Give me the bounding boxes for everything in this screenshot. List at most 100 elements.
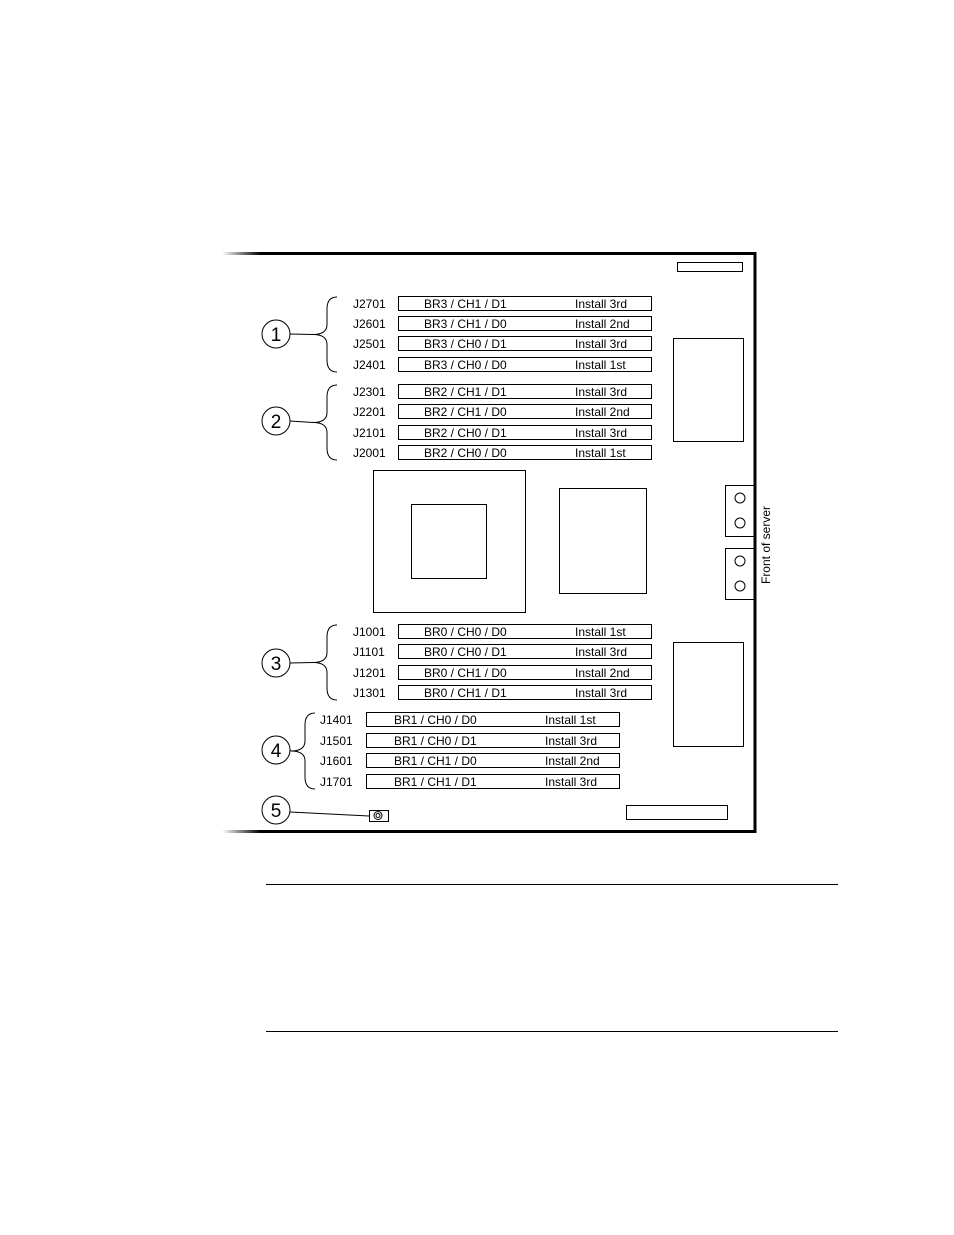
board-components [369,262,756,822]
callout-leader [289,662,314,664]
connector-label: J1301 [353,686,386,700]
dimm-slot-outline [366,774,620,789]
battery-holder [369,810,389,822]
right-module-upper [673,338,744,442]
slot-id-label: BR1 / CH1 / D0 [394,754,477,768]
install-order-label: Install 3rd [575,385,627,399]
dimm-slot-J1001: J1001 BR0 / CH0 / D0 Install 1st [353,624,652,639]
install-order-label: Install 1st [575,358,626,372]
callout-leader [289,333,314,335]
install-order-label: Install 3rd [545,734,597,748]
table-top-rule [266,884,838,885]
install-order-label: Install 3rd [575,297,627,311]
dimm-slot-outline [398,316,652,331]
install-order-label: Install 3rd [575,686,627,700]
connector-label: J2101 [353,426,386,440]
install-order-label: Install 2nd [545,754,600,768]
slot-id-label: BR2 / CH1 / D1 [424,385,507,399]
slot-id-label: BR1 / CH0 / D1 [394,734,477,748]
connector-label: J2501 [353,337,386,351]
callout-brace [312,384,338,461]
install-order-label: Install 3rd [575,645,627,659]
connector-label: J2001 [353,446,386,460]
connector-label: J1501 [320,734,353,748]
cpu-socket [373,470,526,613]
right-module-lower [673,642,744,747]
connector-label: J1701 [320,775,353,789]
dimm-slot-J1601: J1601 BR1 / CH1 / D0 Install 2nd [320,753,620,768]
dimm-slot-outline [398,296,652,311]
callout-number: 5 [271,801,282,822]
callout-number: 4 [271,741,282,762]
dimm-slot-J1701: J1701 BR1 / CH1 / D1 Install 3rd [320,774,620,789]
callout-circle [261,406,291,436]
slot-id-label: BR0 / CH0 / D0 [424,625,507,639]
install-order-label: Install 1st [575,446,626,460]
front-port-lower [725,548,756,600]
slot-id-label: BR0 / CH0 / D1 [424,645,507,659]
callout-number: 1 [271,325,282,346]
connector-label: J1001 [353,625,386,639]
dimm-slot-J2601: J2601 BR3 / CH1 / D0 Install 2nd [353,316,652,331]
cpu-die [411,504,487,579]
callout-circle [261,735,291,765]
dimm-slot-outline [398,644,652,659]
bottom-right-connector [626,805,728,820]
slot-id-label: BR3 / CH0 / D1 [424,337,507,351]
chipset [559,488,647,594]
dimm-slot-J2301: J2301 BR2 / CH1 / D1 Install 3rd [353,384,652,399]
slot-id-label: BR1 / CH0 / D0 [394,713,477,727]
front-port-upper-led-1 [734,492,746,504]
dimm-slot-J2501: J2501 BR3 / CH0 / D1 Install 3rd [353,336,652,351]
dimm-slot-outline [398,357,652,372]
install-order-label: Install 2nd [575,405,630,419]
dimm-slot-outline [398,685,652,700]
connector-label: J2601 [353,317,386,331]
dimm-slot-outline [398,445,652,460]
connector-label: J1401 [320,713,353,727]
connector-label: J1201 [353,666,386,680]
front-port-lower-led-2 [734,580,746,592]
dimm-slot-J1501: J1501 BR1 / CH0 / D1 Install 3rd [320,733,620,748]
slot-id-label: BR3 / CH1 / D0 [424,317,507,331]
connector-label: J2401 [353,358,386,372]
dimm-slot-outline [398,665,652,680]
connector-label: J1101 [353,645,385,659]
slot-id-label: BR3 / CH1 / D1 [424,297,507,311]
install-order-label: Install 3rd [545,775,597,789]
slot-id-label: BR2 / CH0 / D1 [424,426,507,440]
callout-group-5: 5 [261,795,370,825]
callout-leader [289,420,314,423]
install-order-label: Install 3rd [575,337,627,351]
slot-id-label: BR0 / CH1 / D1 [424,686,507,700]
slot-id-label: BR1 / CH1 / D1 [394,775,477,789]
dimm-slot-outline [398,404,652,419]
battery-icon [373,811,383,820]
callout-leader [289,811,370,817]
dimm-slot-outline [398,425,652,440]
board-outline [222,252,757,833]
connector-label: J1601 [320,754,353,768]
dimm-slot-J1101: J1101 BR0 / CH0 / D1 Install 3rd [353,644,652,659]
dimm-slot-outline [398,384,652,399]
install-order-label: Install 1st [575,625,626,639]
slot-id-label: BR2 / CH0 / D0 [424,446,507,460]
front-port-upper [725,485,756,537]
top-right-connector [677,262,743,272]
install-order-label: Install 2nd [575,317,630,331]
front-port-upper-led-2 [734,517,746,529]
connector-label: J2201 [353,405,386,419]
connector-label: J2301 [353,385,386,399]
